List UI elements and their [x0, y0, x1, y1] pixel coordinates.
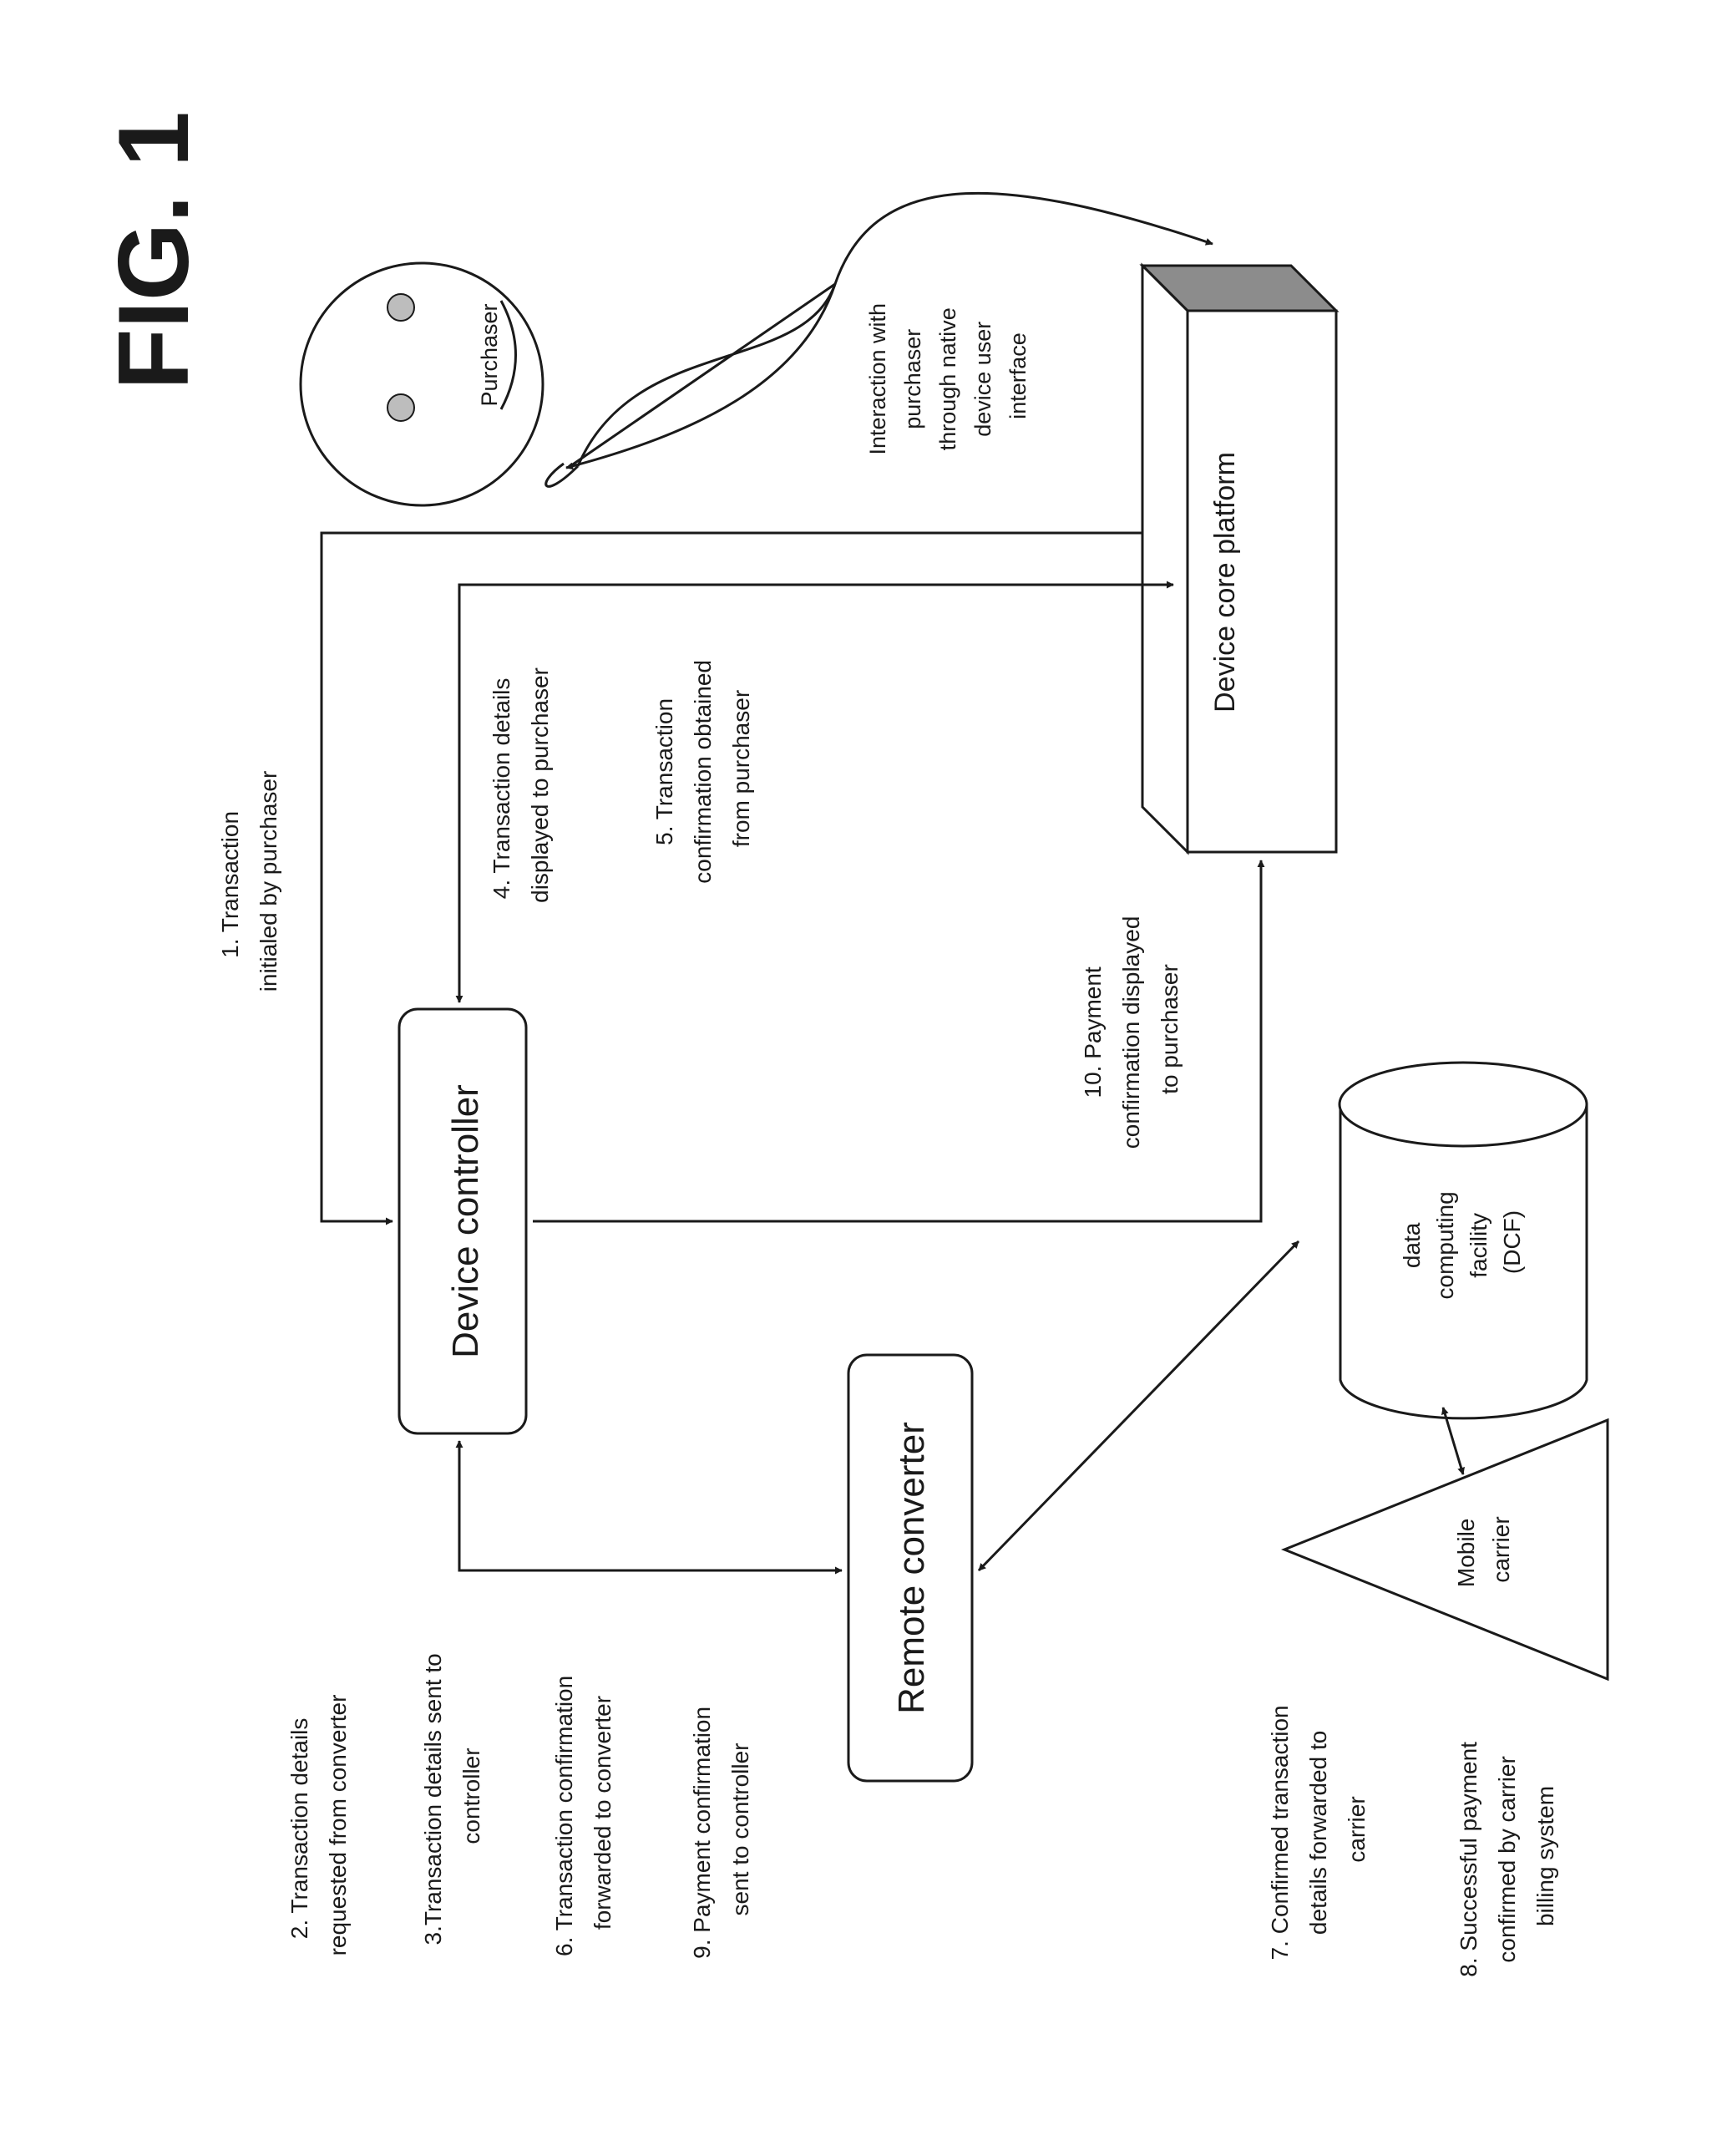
device-core-platform-label: Device core platform: [1209, 452, 1241, 713]
step3-label: 3.Transaction details sent to controller: [420, 1647, 484, 1945]
step7-label: 7. Confirmed transaction details forward…: [1267, 1699, 1370, 1961]
step4-5-connector: [459, 585, 1173, 1002]
step6-label: 6. Transaction confirmation forwarded to…: [551, 1669, 615, 1956]
dcf-node: data computing facility (DCF): [1340, 1063, 1587, 1418]
purchaser-node: Purchaser: [301, 263, 543, 505]
device-controller-label: Device controller: [445, 1084, 486, 1358]
purchaser-eye-icon: [387, 394, 414, 421]
step1-label: 1. Transaction initialed by purchaser: [217, 771, 281, 992]
converter-dcf-connector: [979, 1241, 1299, 1570]
step10-connector: [533, 860, 1261, 1221]
mobile-carrier-node: Mobile carrier: [1284, 1420, 1608, 1679]
step2-3-6-9-connector: [459, 1441, 842, 1570]
interaction-arrow: [578, 193, 1213, 466]
remote-converter-label: Remote converter: [891, 1422, 932, 1714]
purchaser-eye-icon: [387, 294, 414, 321]
interaction-arrow-tail: [568, 284, 835, 468]
remote-converter-node: Remote converter: [848, 1355, 972, 1781]
step4-label: 4. Transaction details displayed to purc…: [489, 667, 553, 903]
step5-label: 5. Transaction confirmation obtained fro…: [651, 653, 754, 884]
platform-side-face: [1142, 266, 1188, 852]
step8-label: 8. Successful payment confirmed by carri…: [1456, 1735, 1558, 1976]
dcf-top-ellipse: [1340, 1063, 1587, 1146]
step10-label: 10. Payment confirmation displayed to pu…: [1080, 910, 1183, 1149]
purchaser-label: Purchaser: [477, 303, 502, 406]
device-core-platform-node: Device core platform: [1142, 266, 1336, 852]
figure-title: FIG. 1: [98, 111, 210, 389]
step9-label: 9. Payment confirmation sent to controll…: [689, 1700, 753, 1959]
device-controller-node: Device controller: [399, 1009, 526, 1433]
step2-label: 2. Transaction details requested from co…: [286, 1695, 351, 1956]
interaction-label: Interaction with purchaser through nativ…: [865, 297, 1031, 454]
